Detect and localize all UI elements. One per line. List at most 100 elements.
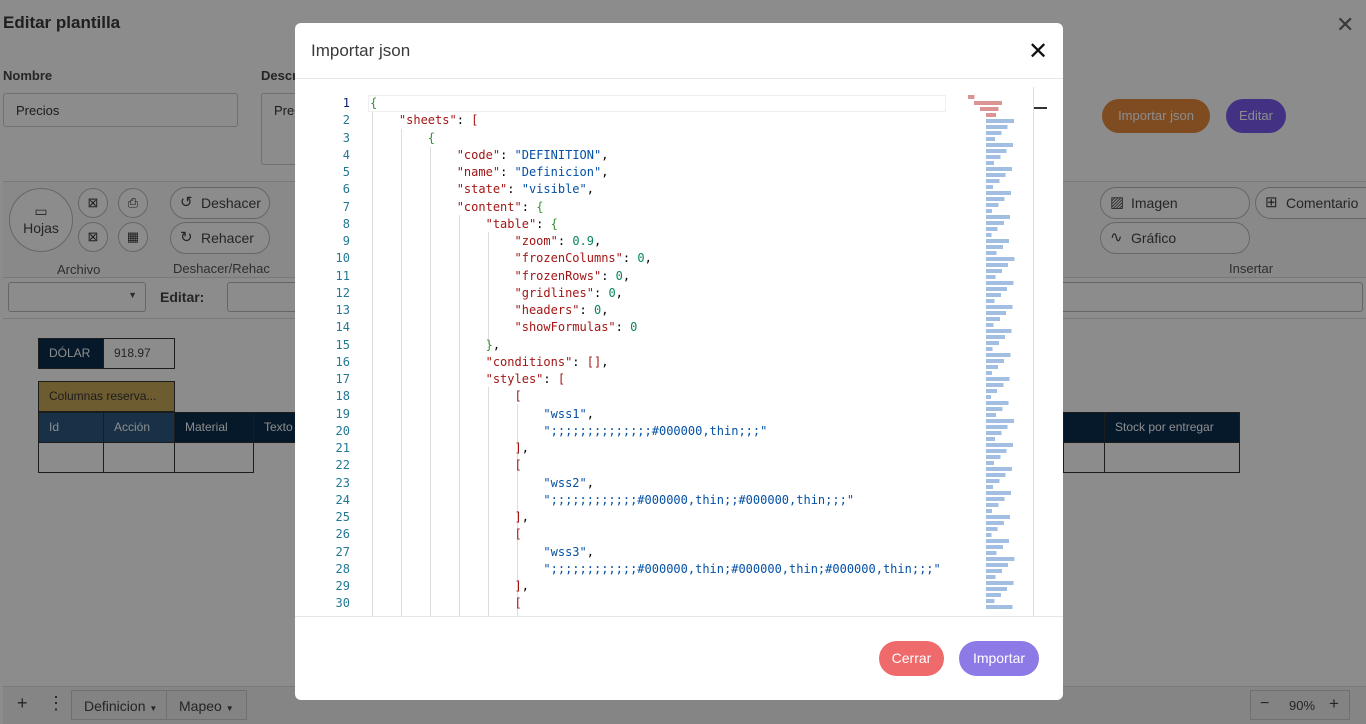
minimap-line — [986, 593, 1034, 597]
minimap-line — [986, 485, 1034, 489]
line-number: 22 — [335, 458, 350, 473]
code-line[interactable]: ], — [514, 510, 529, 524]
code-line[interactable]: "content": { — [456, 199, 544, 214]
code-line[interactable]: }, — [485, 337, 501, 352]
add-sheet-icon[interactable]: + — [17, 693, 28, 713]
reserved-columns-cell[interactable]: Columnas reserva... — [38, 381, 175, 412]
table-cell[interactable] — [174, 442, 254, 473]
comentario-button[interactable]: ⊞Comentario — [1255, 187, 1366, 219]
zoom-value: 90% — [1289, 698, 1316, 713]
code-line[interactable]: "sheets": [ — [398, 113, 479, 128]
minimap-line — [986, 377, 1034, 381]
deshacer-button[interactable]: ↺Deshacer — [170, 187, 270, 219]
importar-json-button[interactable]: Importar json — [1102, 99, 1210, 133]
sheets-icon: ▭ — [34, 203, 48, 219]
editar-button[interactable]: Editar — [1226, 99, 1286, 133]
minimap-line — [986, 437, 1034, 441]
minimap-line — [986, 173, 1034, 177]
line-number: 29 — [335, 579, 350, 593]
comment-icon: ⊞ — [1265, 194, 1278, 211]
code-line[interactable]: "frozenRows": 0, — [514, 268, 631, 283]
code-line[interactable]: "wss1", — [543, 406, 594, 421]
minimap-line — [986, 503, 1034, 507]
tab-definicion[interactable]: Definicion ▼ — [71, 690, 171, 720]
code-line[interactable]: "showFormulas": 0 — [514, 320, 638, 335]
nombre-input[interactable]: Precios — [3, 93, 238, 127]
descripcion-label: Descr — [261, 68, 298, 83]
code-line[interactable]: ";;;;;;;;;;;;#000000,thin;;#000000,thin;… — [543, 492, 855, 507]
excel-export-icon[interactable]: ⊠ — [78, 222, 108, 252]
line-number: 25 — [335, 510, 350, 524]
scrollbar-track[interactable] — [1033, 87, 1034, 617]
minimap-line — [986, 425, 1034, 429]
insertar-group-label: Insertar — [1229, 261, 1274, 276]
code-line[interactable]: "zoom": 0.9, — [514, 234, 602, 248]
code-line[interactable]: "wss3", — [543, 544, 594, 559]
code-line[interactable]: "wss2", — [543, 475, 594, 490]
minimap-line — [986, 551, 1034, 555]
code-line[interactable]: "headers": 0, — [514, 303, 609, 317]
excel-import-icon[interactable]: ⊠ — [78, 188, 108, 218]
minimap-line — [986, 311, 1034, 315]
line-number: 26 — [335, 527, 350, 542]
close-icon[interactable]: ✕ — [1336, 12, 1355, 37]
code-line[interactable]: ], — [514, 441, 529, 455]
minimap-line — [986, 203, 1034, 207]
code-line[interactable]: "state": "visible", — [456, 182, 594, 197]
code-lines[interactable]: { "sheets": [ { "code": "DEFINITION", "n… — [370, 95, 945, 613]
line-number: 19 — [335, 406, 350, 421]
zoom-in-icon[interactable]: + — [1329, 694, 1339, 713]
scrollbar-thumb[interactable] — [1034, 107, 1047, 109]
chart-icon: ∿ — [1110, 229, 1123, 246]
more-vertical-icon[interactable]: ⋮ — [47, 693, 65, 713]
code-line[interactable]: "frozenColumns": 0, — [514, 251, 652, 266]
cerrar-button[interactable]: Cerrar — [879, 641, 944, 676]
deshacer-group-label: Deshacer/Rehac — [173, 261, 270, 276]
code-line[interactable]: ], — [514, 579, 529, 593]
minimap-line — [986, 539, 1034, 543]
tab-mapeo[interactable]: Mapeo ▼ — [166, 690, 247, 720]
minimap-line — [986, 221, 1034, 225]
code-line[interactable]: "conditions": [], — [485, 354, 609, 369]
rehacer-button[interactable]: ↻Rehacer — [170, 222, 270, 254]
code-line[interactable]: "name": "Definicion", — [456, 165, 609, 179]
grafico-button[interactable]: ∿Gráfico — [1100, 222, 1250, 254]
minimap-line — [986, 509, 1034, 513]
table-cell[interactable] — [1104, 442, 1240, 473]
grid-icon[interactable]: ▦ — [118, 222, 148, 252]
code-line[interactable]: { — [427, 130, 436, 145]
imagen-button[interactable]: ▨Imagen — [1100, 187, 1250, 219]
importar-button[interactable]: Importar — [959, 641, 1039, 676]
code-line[interactable]: [ — [514, 389, 522, 404]
close-icon[interactable]: ✕ — [1028, 38, 1049, 65]
minimap-line — [986, 281, 1034, 285]
code-line[interactable]: "gridlines": 0, — [514, 285, 623, 300]
line-number: 30 — [335, 596, 350, 611]
minimap-line — [986, 179, 1034, 183]
minimap-line — [986, 491, 1034, 495]
minimap-line — [986, 137, 1034, 141]
code-line[interactable]: ";;;;;;;;;;;;#000000,thin;#000000,thin;#… — [543, 561, 941, 576]
minimap-line — [986, 497, 1034, 501]
minimap-line — [986, 233, 1034, 237]
code-line[interactable]: [ — [514, 458, 522, 473]
code-line[interactable]: "table": { — [485, 216, 558, 231]
hojas-button[interactable]: ▭Hojas — [9, 188, 73, 252]
cell-name-select[interactable]: ▼ — [8, 282, 146, 312]
nombre-label: Nombre — [3, 68, 53, 83]
zoom-out-icon[interactable]: − — [1260, 695, 1270, 712]
code-line[interactable]: "styles": [ — [485, 372, 566, 386]
code-line[interactable]: "code": "DEFINITION", — [456, 147, 609, 162]
minimap-line — [986, 605, 1034, 609]
minimap[interactable] — [968, 95, 1034, 617]
dolar-value-cell[interactable]: 918.97 — [103, 338, 175, 369]
print-icon[interactable]: ⎙ — [118, 188, 148, 218]
code-line[interactable]: [ — [514, 527, 522, 542]
minimap-line — [986, 413, 1034, 417]
code-line[interactable]: ";;;;;;;;;;;;;;#000000,thin;;;" — [543, 423, 768, 438]
dolar-label-cell[interactable]: DÓLAR — [38, 338, 104, 369]
code-line[interactable]: [ — [514, 596, 522, 611]
minimap-line — [986, 287, 1034, 291]
code-line[interactable]: { — [370, 96, 378, 110]
